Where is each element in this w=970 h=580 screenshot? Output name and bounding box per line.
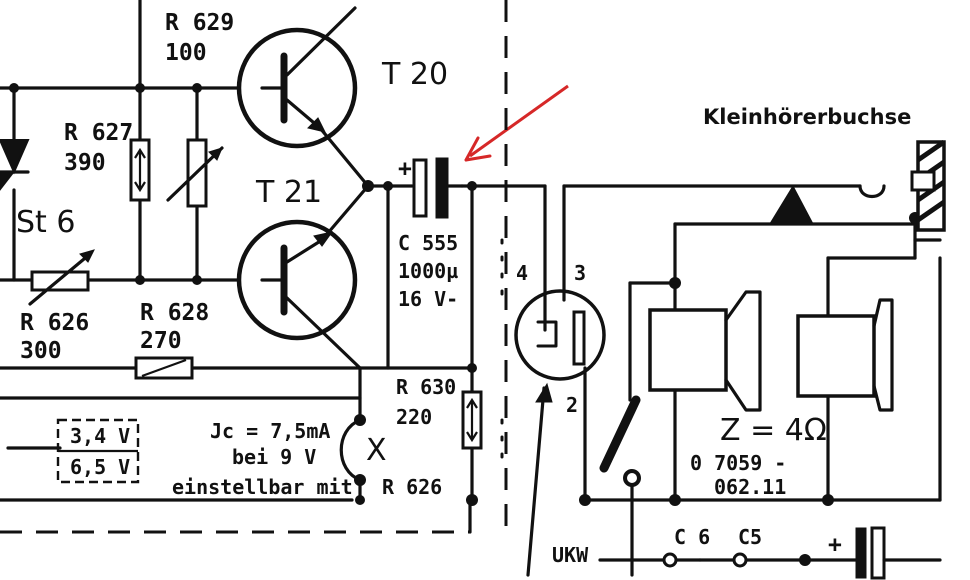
headphone-jack [910, 139, 946, 232]
trimmer-resistor [166, 138, 224, 208]
label-part-number-2: 062.11 [714, 475, 786, 499]
label-c5: C5 [738, 525, 762, 549]
resistor-r627 [129, 138, 151, 202]
label-pin-2: 2 [566, 393, 578, 417]
switch-ukw [514, 184, 862, 577]
label-x: X [366, 433, 387, 468]
separators [500, 0, 508, 540]
resistor-r628 [134, 356, 194, 380]
speaker-1 [648, 290, 762, 412]
label-ukw: UKW [552, 543, 589, 567]
label-ic-adjust: einstellbar mit [172, 475, 353, 499]
transistor-t20 [236, 6, 370, 188]
label-r630: R 630 [396, 375, 456, 399]
label-plus-c5: + [828, 532, 842, 558]
label-r628: R 628 [140, 300, 209, 326]
label-voltage-65: 6,5 V [70, 455, 130, 479]
label-c6: C 6 [674, 525, 710, 549]
label-part-number: 0 7059 - [690, 451, 786, 475]
voltage-box [56, 418, 140, 484]
speaker-2 [796, 298, 894, 412]
label-r626-a: R 626 [20, 310, 89, 336]
capacitor-c555 [412, 157, 464, 219]
label-r627: R 627 [64, 120, 133, 146]
label-r627-value: 390 [64, 150, 106, 176]
label-c555: C 555 [398, 231, 458, 255]
jumper-x [339, 418, 362, 482]
label-kleinhoererbuchse: Kleinhörerbuchse [703, 105, 911, 129]
label-ic: Jc = 7,5mA [210, 419, 330, 443]
zener-diode-st6 [0, 139, 30, 191]
annotation-arrow [464, 84, 569, 162]
label-c555-value: 1000µ [398, 259, 458, 283]
label-r629: R 629 [165, 10, 234, 36]
label-r629-value: 100 [165, 40, 207, 66]
resistor-r630 [461, 390, 483, 450]
label-t21: T 21 [255, 175, 322, 210]
labels: R 629 100 T 20 R 627 390 St 6 T 21 R 626… [16, 10, 911, 567]
label-r626-a-value: 300 [20, 338, 62, 364]
label-ic-voltage: bei 9 V [232, 445, 316, 469]
resistor-r626 [28, 249, 95, 306]
label-r628-value: 270 [140, 328, 182, 354]
label-impedance: Z = 4Ω [720, 413, 827, 448]
label-plus-c555: + [398, 156, 412, 182]
label-t20: T 20 [381, 57, 448, 92]
label-r626-b: R 626 [382, 475, 442, 499]
label-r630-value: 220 [396, 405, 432, 429]
label-voltage-34: 3,4 V [70, 424, 130, 448]
left-junctions [9, 83, 202, 285]
transistor-t21 [236, 184, 370, 370]
label-st6: St 6 [16, 205, 75, 240]
label-pin-3: 3 [574, 261, 586, 285]
label-c555-voltage: 16 V- [398, 287, 458, 311]
label-pin-4: 4 [516, 261, 528, 285]
